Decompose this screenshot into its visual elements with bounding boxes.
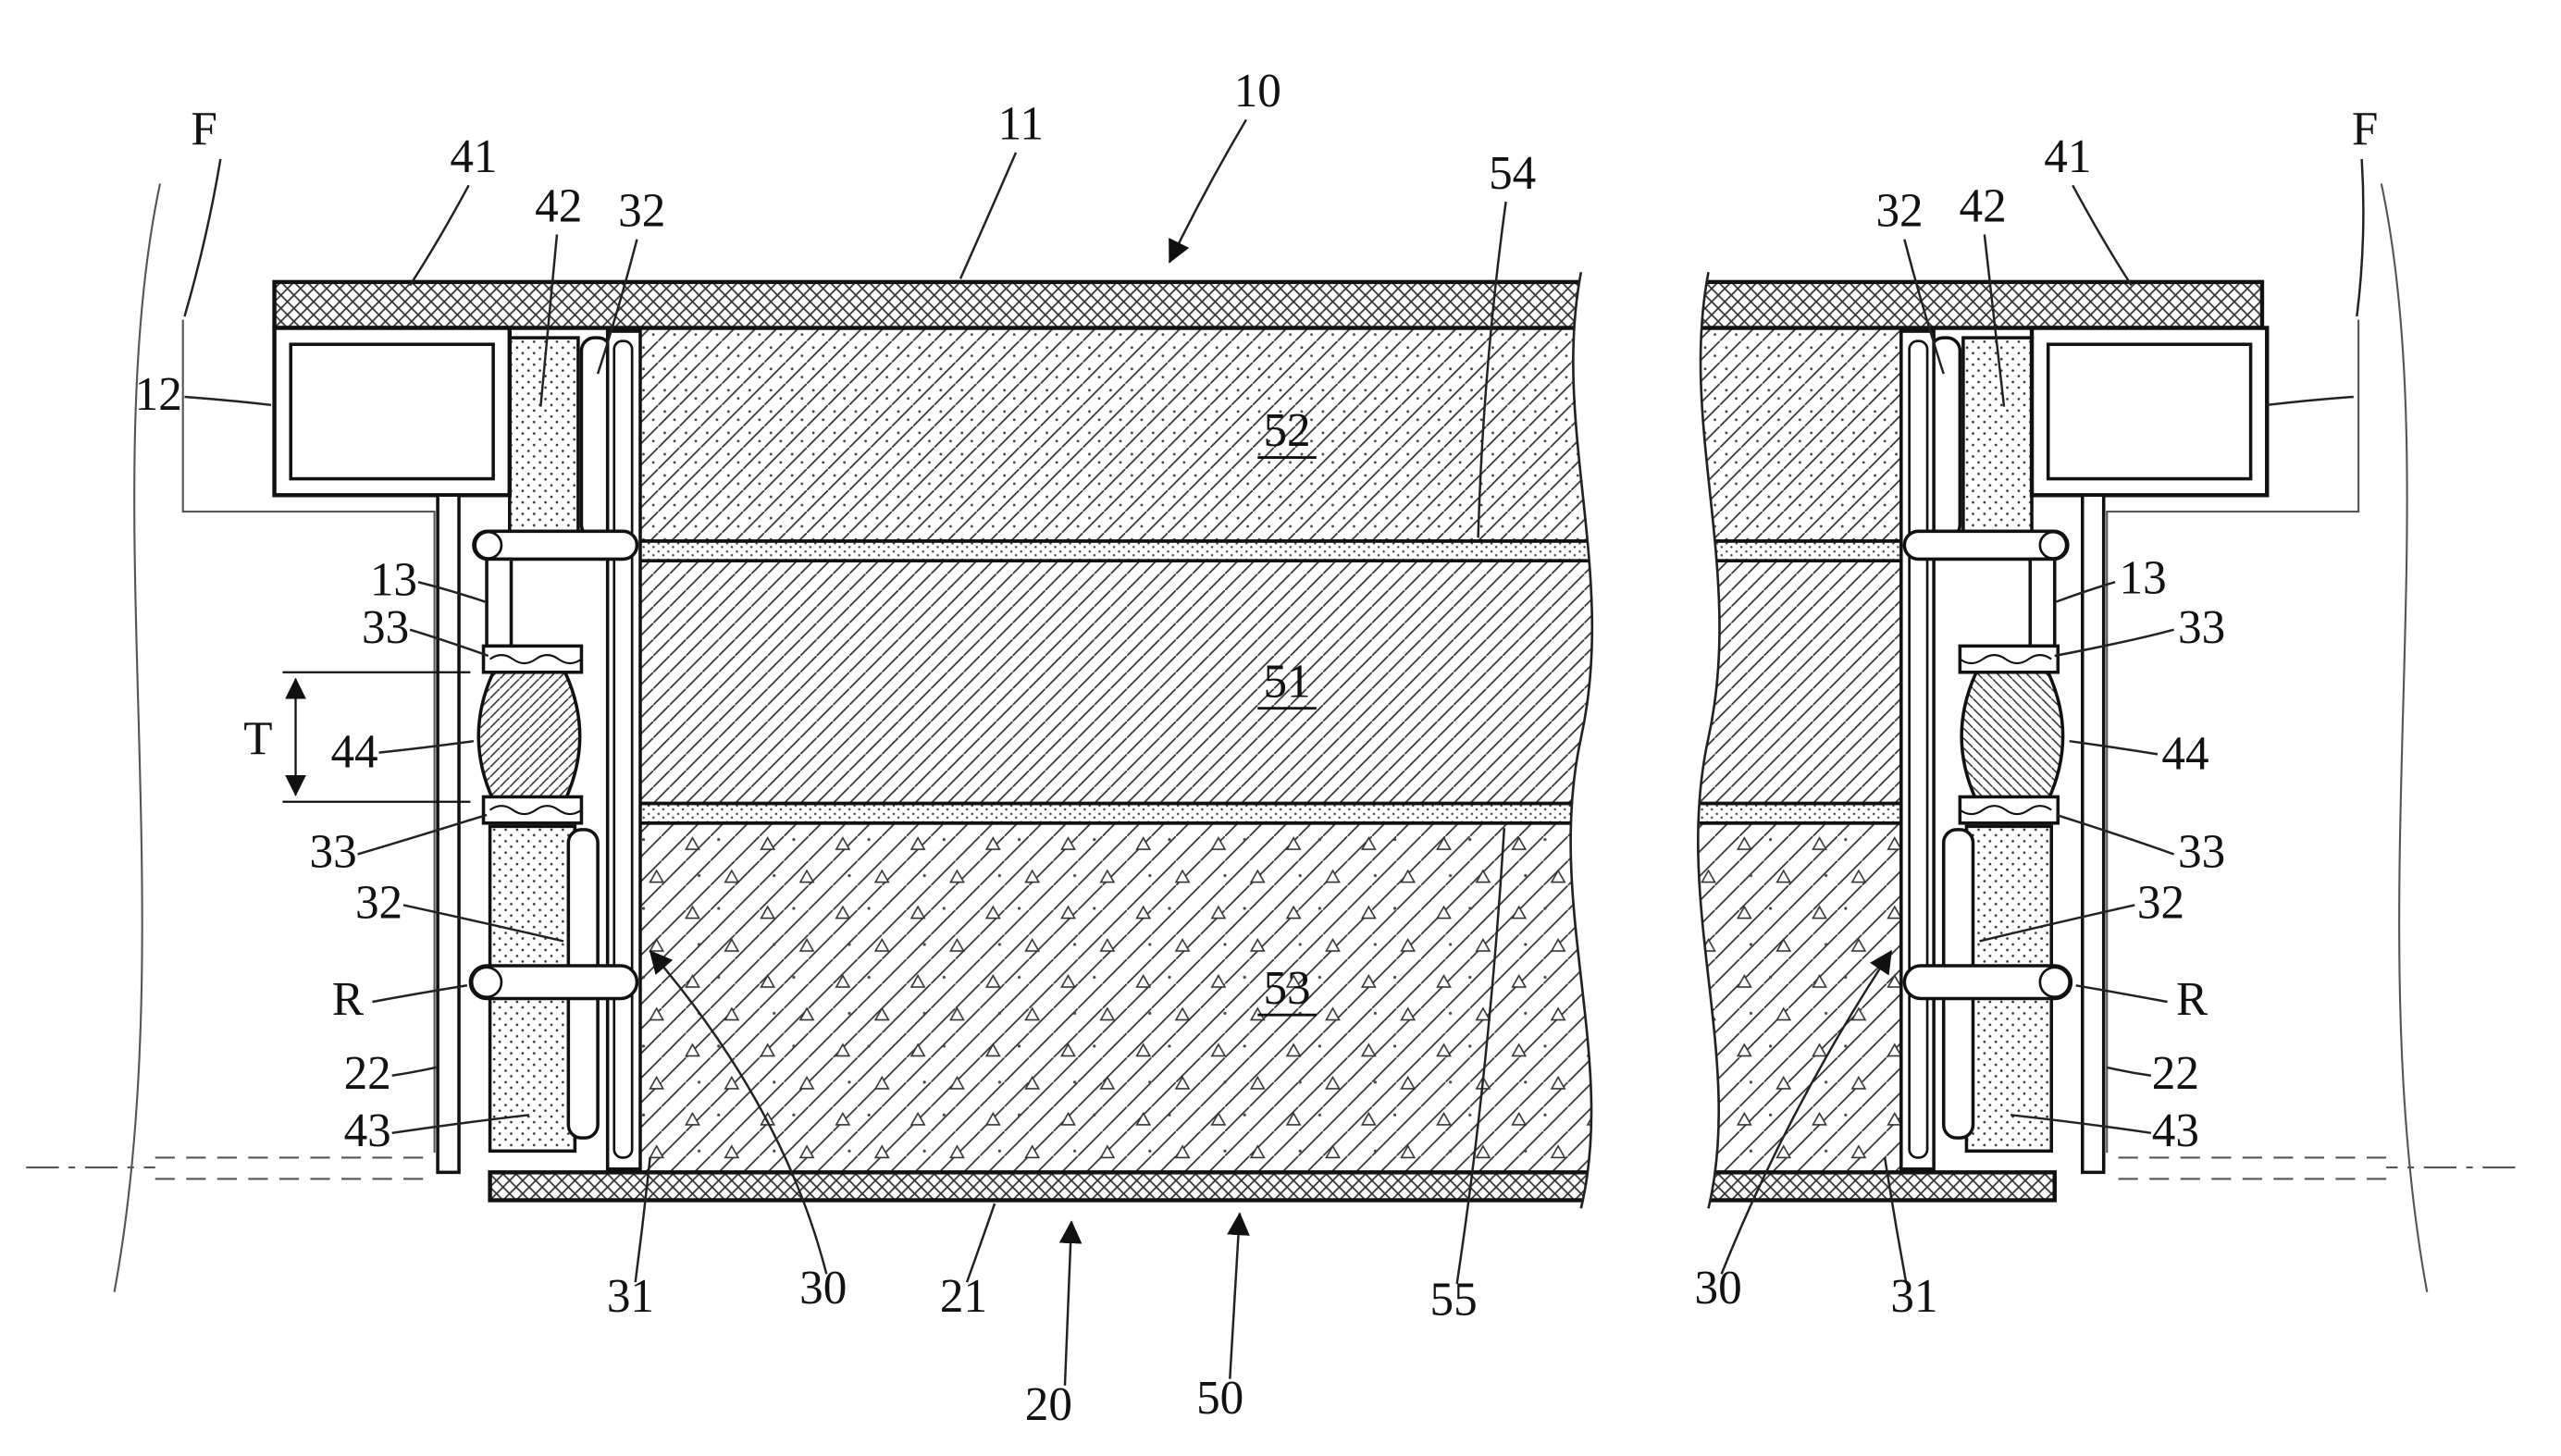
label-f-right: F (2352, 103, 2378, 155)
label-33-upper-left: 33 (362, 601, 409, 654)
label-t-dim: T (243, 712, 272, 765)
leader-f-left (183, 158, 222, 317)
leader-55 (1455, 828, 1506, 1285)
label-54: 54 (1489, 147, 1536, 200)
label-11: 11 (998, 98, 1044, 151)
leader-12-right (2267, 395, 2354, 407)
label-42-right: 42 (1959, 179, 2006, 232)
label-33-lower-right: 33 (2178, 826, 2225, 879)
leader-r-left (372, 984, 468, 1004)
leader-32-low-right (1979, 904, 2135, 943)
leader-lines (183, 118, 2365, 1386)
leader-41-right (2072, 184, 2133, 287)
label-43-left: 43 (344, 1104, 391, 1157)
label-21: 21 (940, 1270, 987, 1323)
leader-33-upper-left (409, 628, 489, 658)
label-31-right: 31 (1890, 1270, 1937, 1323)
seal-44 (476, 670, 582, 802)
label-31-left: 31 (607, 1270, 654, 1323)
label-10: 10 (1234, 65, 1281, 117)
outer-wall-22 (436, 493, 461, 1175)
edge-assembly-right (1901, 328, 2267, 1173)
upper-pin (472, 529, 639, 561)
bottom-cap-plate-21 (488, 1170, 2057, 1203)
layer-55 (632, 801, 1910, 825)
label-r-left: R (332, 973, 365, 1026)
leader-33-lower-right (2056, 813, 2175, 856)
leader-13-right (2056, 581, 2116, 603)
label-32-top-right: 32 (1875, 185, 1923, 238)
label-13-right: 13 (2119, 552, 2166, 605)
gasket-33-upper (481, 644, 584, 674)
edge-assembly-left (272, 326, 642, 1175)
leader-30-right-arrow (1720, 950, 1893, 1275)
label-44-right: 44 (2161, 727, 2208, 780)
bracket-13 (485, 557, 513, 648)
leader-43-right (2010, 1114, 2152, 1135)
pane-label-underlines (1257, 456, 1317, 1017)
label-pane-52: 52 (1263, 404, 1310, 457)
roller-pin-R (468, 964, 639, 1001)
label-44-left: 44 (330, 725, 377, 778)
label-33-lower-left: 33 (310, 826, 357, 879)
label-22-left: 22 (344, 1047, 391, 1100)
leader-31-left (634, 1157, 651, 1283)
top-cap-plate-41 (272, 279, 2265, 330)
leader-32-low-left (402, 904, 564, 943)
label-42-left: 42 (535, 179, 582, 232)
label-50: 50 (1196, 1372, 1243, 1425)
leader-30-left-arrow (649, 950, 828, 1275)
label-20: 20 (1025, 1378, 1072, 1431)
label-43-right: 43 (2152, 1104, 2199, 1157)
leader-42-left (539, 234, 559, 407)
leader-12-left (184, 395, 272, 407)
leader-20-arrow (1058, 1220, 1083, 1386)
leader-11 (959, 152, 1018, 279)
leader-31-right (1883, 1157, 1908, 1283)
leader-32-top-left (596, 239, 638, 375)
label-41-right: 41 (2044, 130, 2091, 183)
dimension-T (282, 671, 471, 803)
label-pane-53: 53 (1263, 962, 1310, 1015)
leader-41-left (409, 184, 470, 287)
leader-42-right (1983, 234, 2006, 407)
leader-44-left (378, 739, 475, 754)
leader-10-arrow (1168, 118, 1247, 264)
label-pane-51: 51 (1263, 655, 1310, 708)
leader-13-left (417, 581, 486, 603)
label-30-left: 30 (799, 1262, 847, 1314)
break-lines (1569, 271, 1721, 1209)
label-22-right: 22 (2152, 1047, 2199, 1100)
leader-33-upper-right (2054, 628, 2174, 658)
label-13-left: 13 (370, 553, 417, 606)
leader-43-left (391, 1114, 530, 1135)
gasket-33-lower (481, 795, 584, 825)
label-r-right: R (2176, 973, 2208, 1026)
leader-22-right (2106, 1066, 2152, 1078)
leader-44-right (2069, 739, 2159, 756)
label-41-left: 41 (450, 130, 497, 183)
leader-f-right (2356, 158, 2365, 317)
leader-50-arrow (1227, 1212, 1250, 1379)
channel-31 (612, 339, 634, 1159)
reference-labels: F 41 42 32 11 10 54 32 42 41 F 12 13 33 … (135, 65, 2379, 1431)
label-55: 55 (1430, 1273, 1478, 1326)
leader-21 (965, 1203, 996, 1283)
leader-r-right (2075, 984, 2168, 1004)
leader-54 (1477, 201, 1507, 538)
label-33-upper-right: 33 (2178, 601, 2225, 654)
label-32-top-left: 32 (618, 185, 665, 238)
leader-33-lower-left (357, 813, 488, 856)
leader-32-top-right (1903, 239, 1945, 375)
label-12-left: 12 (135, 368, 182, 421)
label-30-right: 30 (1695, 1262, 1742, 1314)
label-32-low-right: 32 (2137, 877, 2184, 930)
label-f-left: F (191, 103, 217, 155)
leader-22-left (391, 1066, 437, 1078)
label-32-low-left: 32 (355, 877, 402, 930)
